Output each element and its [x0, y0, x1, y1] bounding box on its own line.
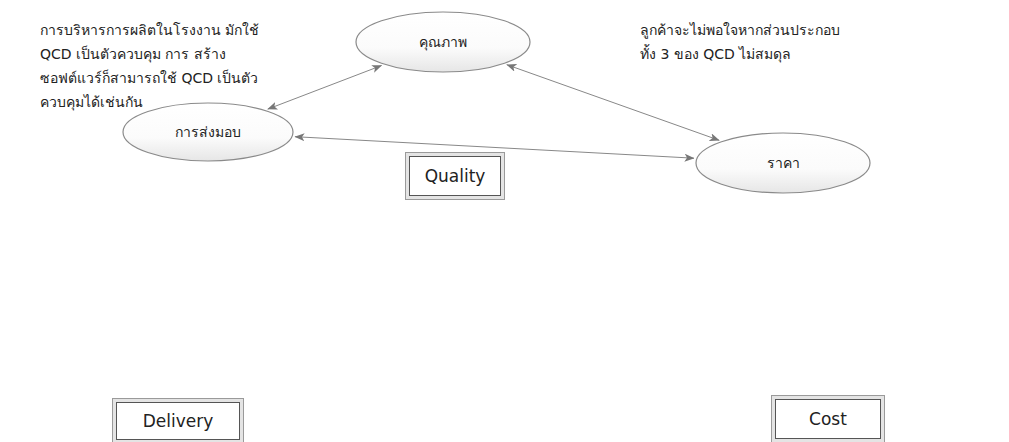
double-arrow	[507, 65, 719, 141]
quality-box: Quality	[409, 156, 501, 196]
delivery-box: Delivery	[116, 402, 240, 440]
cost-ellipse: ราคา	[695, 132, 871, 194]
double-arrow	[295, 137, 694, 159]
cost-box: Cost	[775, 399, 881, 439]
quality-ellipse: คุณภาพ	[355, 11, 531, 73]
note-text: ลูกค้าจะไม่พอใจหากส่วนประกอบ ทั้ง 3 ของ …	[640, 18, 855, 66]
delivery-ellipse: การส่งมอบ	[122, 102, 294, 162]
node-label: Quality	[425, 166, 486, 186]
node-label: Delivery	[143, 411, 214, 431]
node-label: คุณภาพ	[419, 31, 467, 53]
double-arrow	[268, 66, 382, 110]
node-label: Cost	[809, 409, 847, 429]
node-label: ราคา	[767, 152, 800, 174]
node-label: การส่งมอบ	[175, 121, 241, 143]
note-text: การบริหารการผลิตในโรงงาน มักใช้ QCD เป็น…	[40, 18, 268, 114]
